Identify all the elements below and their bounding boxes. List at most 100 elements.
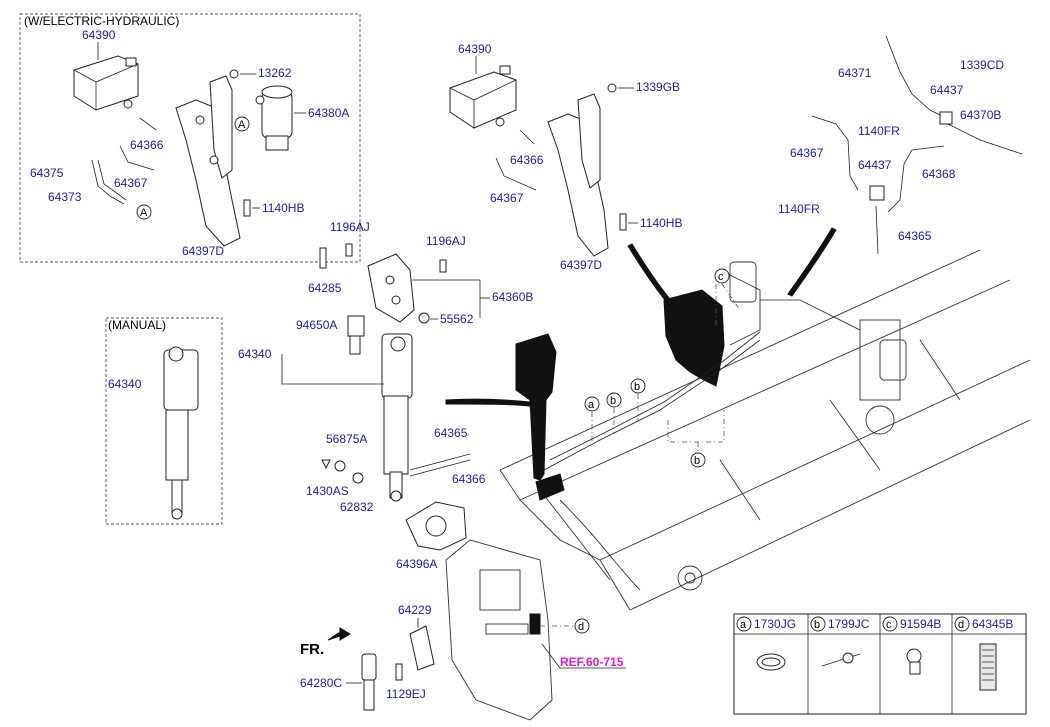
- installed-pipe: [543, 339, 761, 471]
- label-64437-a[interactable]: 64437: [930, 83, 964, 97]
- label-64370B[interactable]: 64370B: [960, 108, 1001, 122]
- cab-panel: [445, 539, 553, 721]
- label-62832[interactable]: 62832: [340, 500, 374, 514]
- callout-A-1-text: A: [238, 119, 246, 131]
- label-55562[interactable]: 55562: [440, 312, 474, 326]
- label-64371[interactable]: 64371: [838, 66, 872, 80]
- callout-d: [574, 618, 590, 634]
- label-64373[interactable]: 64373: [48, 190, 82, 204]
- label-1140HB-a[interactable]: 1140HB: [262, 201, 304, 215]
- label-1339GB[interactable]: 1339GB: [636, 80, 680, 94]
- bracket-64360B: [367, 253, 415, 323]
- label-64368[interactable]: 64368: [922, 167, 956, 181]
- nut-55562: [418, 312, 430, 324]
- bolt-1129EJ: [395, 663, 403, 681]
- label-64365-b[interactable]: 64365: [434, 426, 468, 440]
- callout-b-3: [690, 452, 706, 468]
- label-64360B[interactable]: 64360B: [492, 290, 533, 304]
- callout-A-2: [136, 204, 152, 220]
- legend-part-1799JC[interactable]: 1799JC: [828, 617, 870, 631]
- label-94650A[interactable]: 94650A: [296, 318, 337, 332]
- label-1196AJ-b[interactable]: 1196AJ: [426, 234, 466, 248]
- label-1339CD[interactable]: 1339CD: [960, 58, 1004, 72]
- callout-b-3-text: b: [694, 455, 700, 467]
- callout-A-2-text: A: [140, 207, 148, 219]
- label-1196AJ-a[interactable]: 1196AJ: [330, 220, 370, 234]
- switch-94650A-body: [349, 335, 361, 355]
- label-64366-b[interactable]: 64366: [510, 153, 544, 167]
- cylinder-64340: [381, 333, 413, 502]
- callout-b-1-text: b: [610, 395, 616, 407]
- label-64280C[interactable]: 64280C: [300, 676, 342, 690]
- reservoir-64390-a: [73, 55, 139, 111]
- nut-13262: [229, 69, 239, 79]
- washer-62832: [352, 472, 364, 484]
- label-64340-b[interactable]: 64340: [108, 377, 142, 391]
- label-1140HB-b[interactable]: 1140HB: [640, 216, 682, 230]
- callout-b-1: [606, 392, 622, 408]
- callout-a-text: a: [588, 399, 595, 411]
- label-64366-a[interactable]: 64366: [130, 138, 164, 152]
- leader-arrow-3: [787, 227, 837, 297]
- chassis-frame: [499, 249, 1031, 611]
- label-64340-a[interactable]: 64340: [238, 347, 272, 361]
- callout-b-2: [630, 378, 646, 394]
- label-1430AS[interactable]: 1430AS: [306, 484, 349, 498]
- pipes-a: [91, 117, 157, 205]
- label-64375[interactable]: 64375: [30, 166, 64, 180]
- label-64367-a[interactable]: 64367: [114, 176, 148, 190]
- bolt-1196AJ-a: [345, 243, 353, 257]
- plate-64396A: [405, 501, 467, 551]
- label-56875A[interactable]: 56875A: [326, 432, 367, 446]
- switch-94650A: [347, 315, 365, 337]
- callout-c: [714, 268, 730, 284]
- label-1129EJ[interactable]: 1129EJ: [386, 687, 426, 701]
- label-64396A[interactable]: 64396A: [396, 557, 437, 571]
- label-64229[interactable]: 64229: [398, 603, 432, 617]
- svg-text:c: c: [886, 619, 892, 631]
- label-64367-b[interactable]: 64367: [490, 191, 524, 205]
- bracket-64397D-a: [175, 75, 241, 247]
- label-64397D-a[interactable]: 64397D: [182, 244, 224, 258]
- installed-bracket-black: [663, 289, 725, 387]
- bracket-64229: [409, 625, 435, 671]
- legend-part-64345B[interactable]: 64345B: [972, 617, 1013, 631]
- legend-part-1730JG[interactable]: 1730JG: [754, 617, 796, 631]
- electric-hydraulic-header: (W/ELECTRIC-HYDRAULIC): [24, 14, 179, 28]
- callout-d-text: d: [578, 621, 584, 633]
- label-64366-c[interactable]: 64366: [452, 472, 486, 486]
- legend-cell-a: a 1730JG: [736, 616, 796, 671]
- nut-56875A: [334, 460, 346, 472]
- label-64397D-b[interactable]: 64397D: [560, 258, 602, 272]
- installed-cylinder-black: [515, 333, 565, 501]
- svg-text:d: d: [958, 619, 964, 631]
- manual-frame: [105, 317, 223, 525]
- ref-60-715[interactable]: REF.60-715: [560, 655, 624, 669]
- label-64367-c[interactable]: 64367: [790, 146, 824, 160]
- label-64437-b[interactable]: 64437: [858, 158, 892, 172]
- svg-text:a: a: [740, 619, 747, 631]
- callout-b-2-text: b: [634, 381, 640, 393]
- bolt-1140HB-a: [243, 199, 251, 217]
- pump-64380A: [255, 85, 293, 151]
- hoses-right: [811, 35, 1023, 255]
- nut-1339GB: [607, 83, 617, 93]
- label-1140FR-b[interactable]: 1140FR: [778, 202, 820, 216]
- callout-a: [584, 396, 600, 412]
- label-64380A[interactable]: 64380A: [308, 106, 349, 120]
- electric-hydraulic-frame: [19, 13, 361, 263]
- bracket-64397D-b: [547, 93, 609, 257]
- label-64285[interactable]: 64285: [308, 281, 342, 295]
- legend-part-91594B[interactable]: 91594B: [900, 617, 941, 631]
- label-64390-b[interactable]: 64390: [458, 42, 492, 56]
- label-64390-a[interactable]: 64390: [82, 28, 116, 42]
- front-direction-label: FR.: [300, 641, 324, 658]
- front-arrow-icon: [327, 627, 351, 641]
- pin-64280C: [361, 653, 377, 711]
- label-13262[interactable]: 13262: [258, 66, 292, 80]
- manual-header: (MANUAL): [108, 318, 166, 332]
- label-64365-a[interactable]: 64365: [898, 229, 932, 243]
- label-1140FR-a[interactable]: 1140FR: [858, 124, 900, 138]
- bolt-64285: [319, 247, 327, 269]
